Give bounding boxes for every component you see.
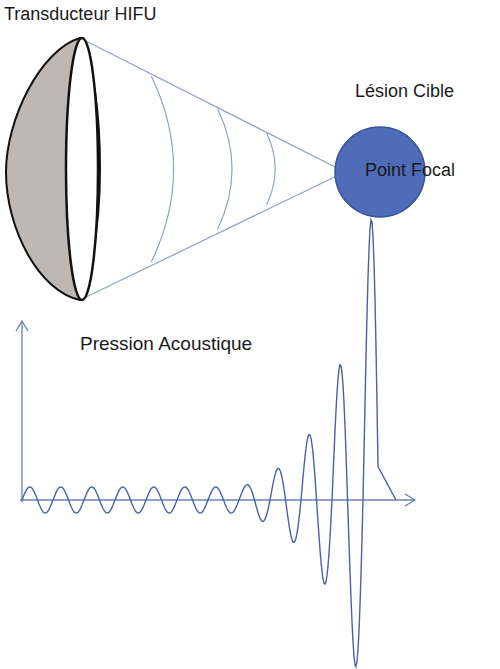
- beam-edge: [80, 38, 345, 172]
- x-axis: [20, 499, 414, 500]
- axis-arrow: [16, 321, 28, 331]
- transducer-shape: [0, 0, 110, 305]
- target-lesion: Lésion CiblePoint Focal: [330, 75, 495, 220]
- wavefront-arc: [151, 76, 173, 262]
- y-axis: [21, 322, 22, 502]
- focal-label: Point Focal: [365, 160, 455, 182]
- lesion-title: Lésion Cible: [355, 81, 454, 103]
- wavefront-arc: [267, 133, 276, 205]
- beam-edge: [80, 172, 345, 300]
- transducer: Transducteur HIFU: [0, 0, 110, 305]
- wavefront-arc: [218, 109, 232, 229]
- beam-cone: [80, 38, 345, 300]
- axis-arrow: [405, 494, 415, 506]
- wavefronts: [151, 76, 275, 262]
- chart-axes: [16, 321, 415, 506]
- chart-title: Pression Acoustique: [80, 333, 252, 356]
- transducer-title: Transducteur HIFU: [4, 4, 156, 26]
